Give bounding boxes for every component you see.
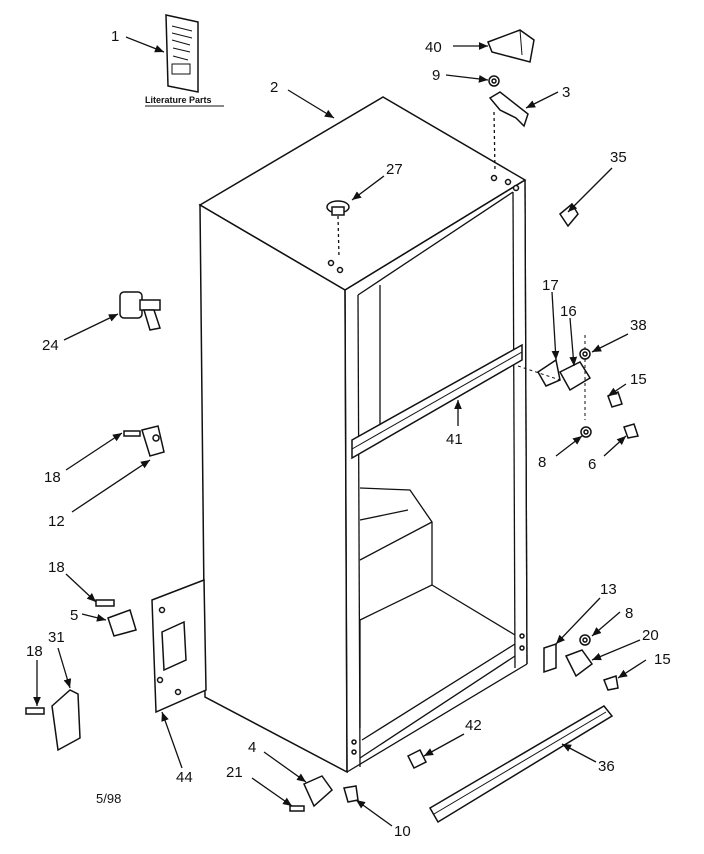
callout-38: 38 <box>630 317 647 334</box>
callout-4: 4 <box>248 739 256 756</box>
bottom-fittings <box>289 775 359 812</box>
callout-16: 16 <box>560 303 577 320</box>
callout-labels: 1 2 3 4 5 6 8 8 9 10 12 13 15 15 16 17 1… <box>26 28 671 840</box>
callout-8-upper: 8 <box>538 454 546 471</box>
literature-caption: Literature Parts <box>145 95 212 105</box>
part-12-bracket <box>123 425 165 457</box>
callout-9: 9 <box>432 67 440 84</box>
callout-18-lower: 18 <box>26 643 43 660</box>
callout-1: 1 <box>111 28 119 45</box>
small-bracket-35 <box>559 202 579 228</box>
part-44-plate <box>151 578 207 714</box>
literature-parts: Literature Parts <box>145 14 224 107</box>
part-31-cover <box>25 689 81 752</box>
part-24-fitting <box>119 291 161 331</box>
divider-bar <box>351 343 523 460</box>
callout-31: 31 <box>48 629 65 646</box>
callout-15-upper: 15 <box>630 371 647 388</box>
bottom-hinge <box>543 634 619 691</box>
refrigerator-cabinet <box>198 96 528 774</box>
callout-13: 13 <box>600 581 617 598</box>
plug-part <box>326 200 350 259</box>
callout-42: 42 <box>465 717 482 734</box>
callout-2: 2 <box>270 79 278 96</box>
hinge-cover <box>487 29 535 63</box>
callout-40: 40 <box>425 39 442 56</box>
top-hinge <box>488 75 529 173</box>
callout-35: 35 <box>610 149 627 166</box>
callout-41: 41 <box>446 431 463 448</box>
callout-44: 44 <box>176 769 193 786</box>
callout-36: 36 <box>598 758 615 775</box>
callout-27: 27 <box>386 161 403 178</box>
center-hinge-assembly <box>517 335 639 439</box>
callout-17: 17 <box>542 277 559 294</box>
callout-5: 5 <box>70 607 78 624</box>
callout-6: 6 <box>588 456 596 473</box>
callout-15-lower: 15 <box>654 651 671 668</box>
callout-18-upper: 18 <box>44 469 61 486</box>
callout-21: 21 <box>226 764 243 781</box>
part-36-rail <box>428 705 614 824</box>
callout-18-middle: 18 <box>48 559 65 576</box>
callout-10: 10 <box>394 823 411 840</box>
callout-24: 24 <box>42 337 59 354</box>
callout-20: 20 <box>642 627 659 644</box>
leader-lines <box>33 36 647 827</box>
callout-3: 3 <box>562 84 570 101</box>
callout-12: 12 <box>48 513 65 530</box>
part-42-clip <box>406 748 428 770</box>
callout-8-lower: 8 <box>625 605 633 622</box>
date-code: 5/98 <box>96 791 121 806</box>
part-5-bracket <box>95 599 137 637</box>
